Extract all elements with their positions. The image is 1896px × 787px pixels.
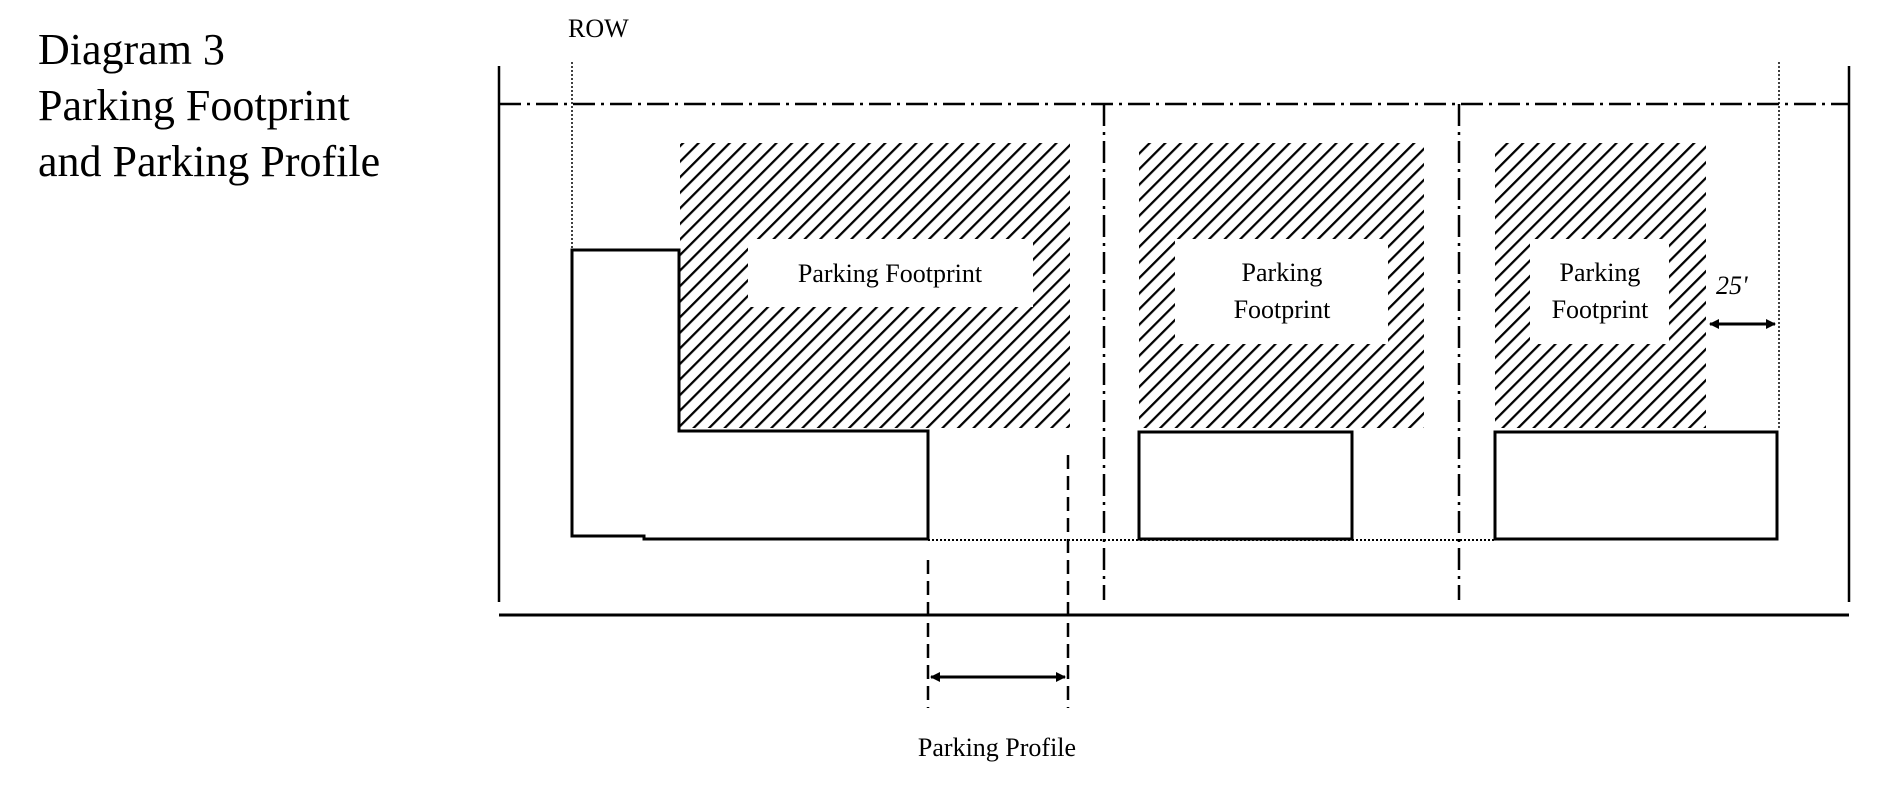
- footprint-label-2-line-1: Parking: [1242, 258, 1323, 287]
- building-2: [1137, 430, 1354, 541]
- title-line-1: Diagram 3: [38, 25, 225, 74]
- row-label: ROW: [568, 14, 629, 43]
- building-3: [1493, 430, 1779, 541]
- setback-dimension-label: 25': [1716, 271, 1748, 300]
- parking-profile-label: Parking Profile: [918, 733, 1076, 762]
- title-line-3: and Parking Profile: [38, 137, 381, 186]
- footprint-label-box-2: [1175, 239, 1388, 344]
- footprint-label-1: Parking Footprint: [798, 259, 983, 288]
- footprint-label-2-line-2: Footprint: [1234, 295, 1332, 324]
- footprint-label-box-1: [748, 239, 1033, 307]
- diagram-title: Diagram 3 Parking Footprint and Parking …: [38, 22, 380, 190]
- footprint-label-3-line-1: Parking: [1560, 258, 1641, 287]
- footprint-label-3-line-2: Footprint: [1552, 295, 1650, 324]
- footprint-label-box-3: [1530, 239, 1669, 344]
- title-line-2: Parking Footprint: [38, 81, 350, 130]
